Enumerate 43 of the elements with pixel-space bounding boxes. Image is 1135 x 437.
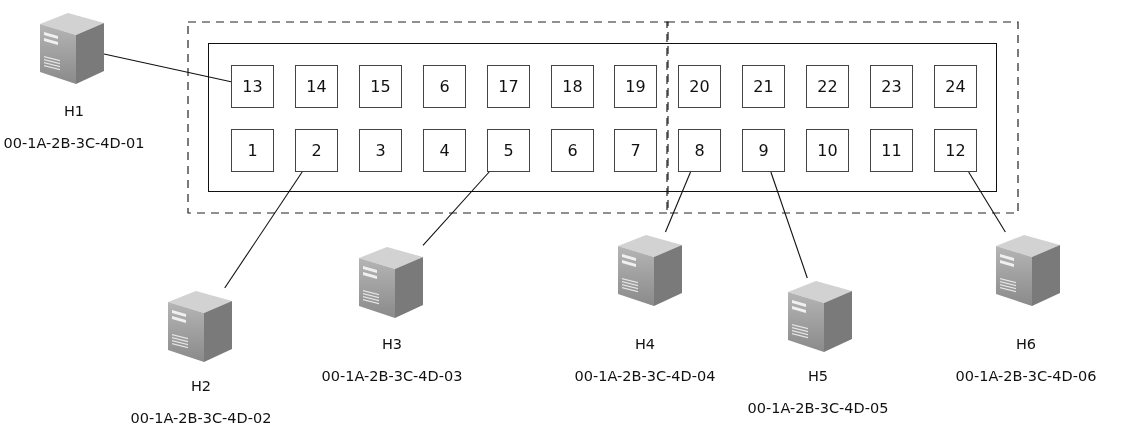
port-box: 22 — [806, 65, 849, 108]
host-label: H4 — [634, 336, 656, 352]
switch-panel — [208, 43, 997, 192]
mac-address: 00-1A-2B-3C-4D-05 — [747, 400, 889, 416]
port-box: 6 — [423, 65, 466, 108]
host-label: H5 — [807, 368, 829, 384]
port-box: 13 — [231, 65, 274, 108]
cable-line — [968, 171, 1006, 233]
cable-line — [224, 171, 303, 289]
cable-line — [103, 53, 232, 83]
mac-address: 00-1A-2B-3C-4D-03 — [321, 368, 463, 384]
port-box: 15 — [359, 65, 402, 108]
host-label: H3 — [381, 336, 403, 352]
port-box: 1 — [231, 129, 274, 172]
port-box: 21 — [742, 65, 785, 108]
port-box: 2 — [295, 129, 338, 172]
mac-address: 00-1A-2B-3C-4D-06 — [955, 368, 1097, 384]
cable-line — [770, 171, 808, 279]
port-box: 4 — [423, 129, 466, 172]
port-box: 14 — [295, 65, 338, 108]
port-box: 7 — [614, 129, 657, 172]
port-box: 9 — [742, 129, 785, 172]
mac-address: 00-1A-2B-3C-4D-01 — [3, 135, 145, 151]
port-box: 6 — [551, 129, 594, 172]
port-box: 19 — [614, 65, 657, 108]
port-box: 12 — [934, 129, 977, 172]
port-box: 17 — [487, 65, 530, 108]
cable-line — [422, 171, 490, 246]
port-box: 11 — [870, 129, 913, 172]
host-label: H2 — [190, 378, 212, 394]
port-box: 8 — [678, 129, 721, 172]
port-box: 5 — [487, 129, 530, 172]
port-box: 24 — [934, 65, 977, 108]
port-box: 3 — [359, 129, 402, 172]
port-box: 10 — [806, 129, 849, 172]
port-box: 23 — [870, 65, 913, 108]
mac-address: 00-1A-2B-3C-4D-04 — [574, 368, 716, 384]
cable-line — [664, 171, 692, 233]
host-label: H1 — [63, 103, 85, 119]
host-label: H6 — [1015, 336, 1037, 352]
port-box: 18 — [551, 65, 594, 108]
port-box: 20 — [678, 65, 721, 108]
mac-address: 00-1A-2B-3C-4D-02 — [130, 410, 272, 426]
